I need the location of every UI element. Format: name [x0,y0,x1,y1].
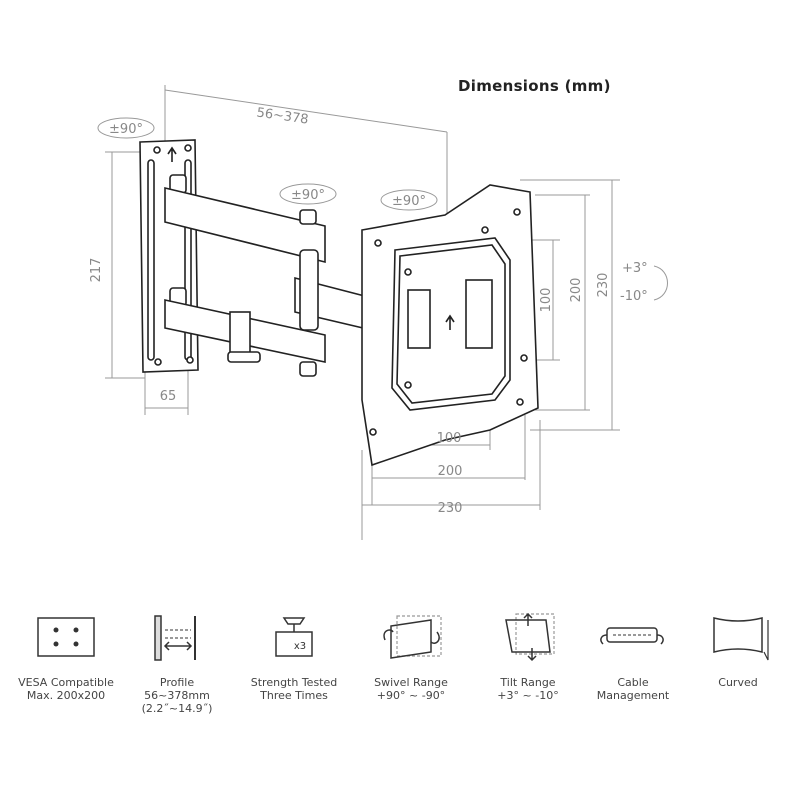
swivel-icon [383,615,442,659]
plate-230-height-label: 230 [596,273,611,298]
feature-curved-caption: Curved [718,676,758,689]
vesa-200-width-label: 200 [438,464,463,479]
plate-230-width-label: 230 [438,501,463,516]
swivel-wall-label: ±90° [109,122,143,137]
feature-curved: Curved [688,600,788,689]
diagram-title: Dimensions (mm) [458,77,611,95]
feature-swivel: Swivel Range+90° ~ -90° [361,600,461,702]
swivel-arm-label: ±90° [291,188,325,203]
wall-plate-depth-label: 65 [160,389,177,404]
feature-swivel-caption: Swivel Range+90° ~ -90° [374,676,448,702]
cable-management-icon [600,627,664,645]
feature-tilt-caption: Tilt Range+3° ~ -10° [497,676,559,702]
profile-icon [154,615,196,661]
tilt-down-label: -10° [620,289,648,304]
swivel-head-label: ±90° [392,194,426,209]
weight-test-icon: x3 [275,617,313,657]
vesa-200-height-label: 200 [569,278,584,303]
tilt-icon [505,612,555,662]
profile-range-label: 56~378 [256,105,310,127]
feature-tilt: Tilt Range+3° ~ -10° [478,600,578,702]
curved-icon [713,617,769,661]
weight-badge: x3 [294,641,306,652]
tilt-up-label: +3° [622,261,648,276]
vesa-100-width-label: 100 [437,431,462,446]
vesa-100-height-label: 100 [539,288,554,313]
wall-plate-height-label: 217 [89,258,104,283]
vesa-grid-icon [37,617,95,657]
